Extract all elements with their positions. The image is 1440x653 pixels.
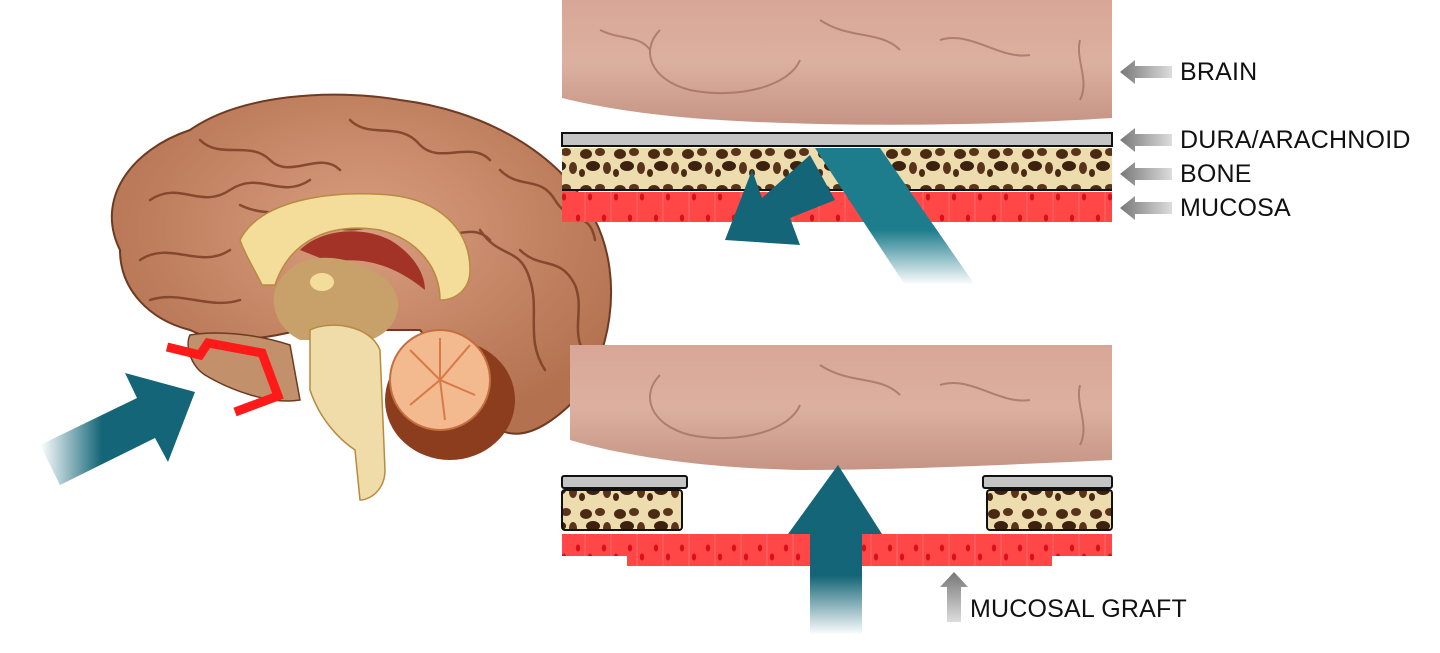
pointer-arrow-icon	[1120, 60, 1172, 84]
arrow-up-icon	[815, 148, 975, 285]
label-mucosal-graft: MUCOSAL GRAFT	[970, 595, 1187, 623]
panel-intact-layers	[561, 0, 1113, 222]
pointer-arrow-icon	[1120, 162, 1172, 186]
pointer-arrow-icon	[1120, 196, 1172, 220]
arrow-up-icon	[788, 465, 882, 635]
label-mucosa: MUCOSA	[1180, 194, 1291, 222]
sagittal-brain-illustration	[110, 93, 612, 501]
panel-repaired-layers	[561, 345, 1113, 566]
label-brain: BRAIN	[1180, 58, 1258, 86]
label-dura-arachnoid: DURA/ARACHNOID	[1180, 126, 1411, 154]
skull-base-defect-outline	[165, 338, 284, 417]
label-bone: BONE	[1180, 160, 1252, 188]
arrow-right-up-icon	[40, 373, 195, 485]
pointer-arrow-icon	[1120, 128, 1172, 152]
arrow-down-left-icon	[725, 155, 835, 245]
pointer-arrow-up-icon	[940, 572, 968, 622]
